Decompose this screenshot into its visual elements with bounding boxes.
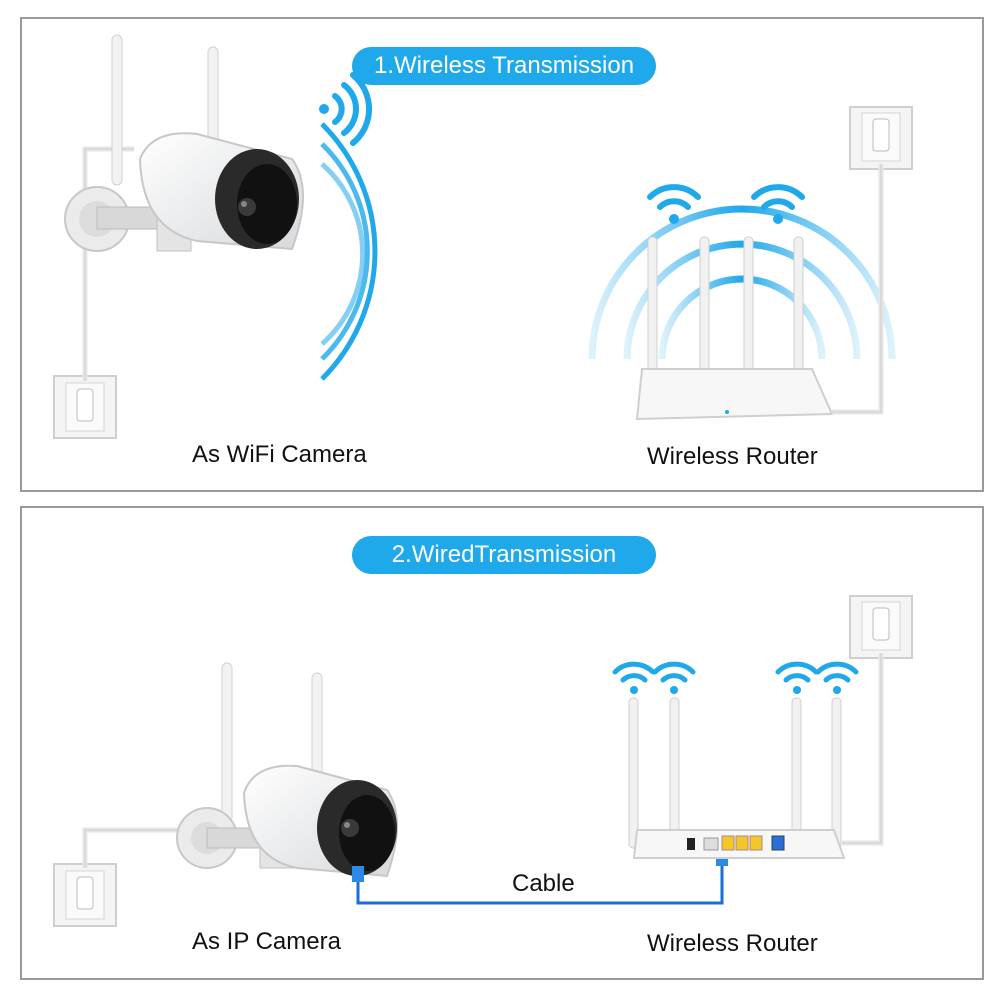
device-label: As IP Camera — [192, 928, 341, 955]
camera-signal-waves-icon — [319, 72, 372, 146]
router-label: Wireless Router — [647, 930, 818, 957]
section-title-pill: 2.WiredTransmission — [352, 536, 656, 574]
wired-diagram-art — [53, 595, 913, 927]
router-label: Wireless Router — [647, 443, 818, 470]
wall-outlet-icon — [849, 595, 913, 659]
router-broadcast-arcs-icon — [588, 205, 896, 360]
section-title-pill: 1.Wireless Transmission — [352, 47, 656, 85]
wifi-camera-icon — [64, 34, 304, 252]
wall-outlet-icon — [53, 375, 117, 439]
wall-outlet-icon — [53, 863, 117, 927]
wireless-router-icon — [628, 697, 846, 859]
wireless-transmission-panel: 1.Wireless Transmission As WiFi Camera W… — [20, 17, 984, 492]
wall-outlet-icon — [849, 106, 913, 170]
wifi-signal-icon — [612, 661, 859, 694]
ip-camera-icon — [176, 662, 398, 878]
device-label: As WiFi Camera — [192, 441, 367, 468]
cable-label: Cable — [512, 870, 575, 897]
wireless-diagram-art — [53, 34, 913, 439]
wireless-router-icon — [635, 236, 834, 421]
wired-transmission-panel: 2.WiredTransmission Cable As IP Camera W… — [20, 506, 984, 980]
wifi-signal-icon — [647, 184, 805, 224]
camera-broadcast-arcs-icon — [320, 122, 378, 381]
